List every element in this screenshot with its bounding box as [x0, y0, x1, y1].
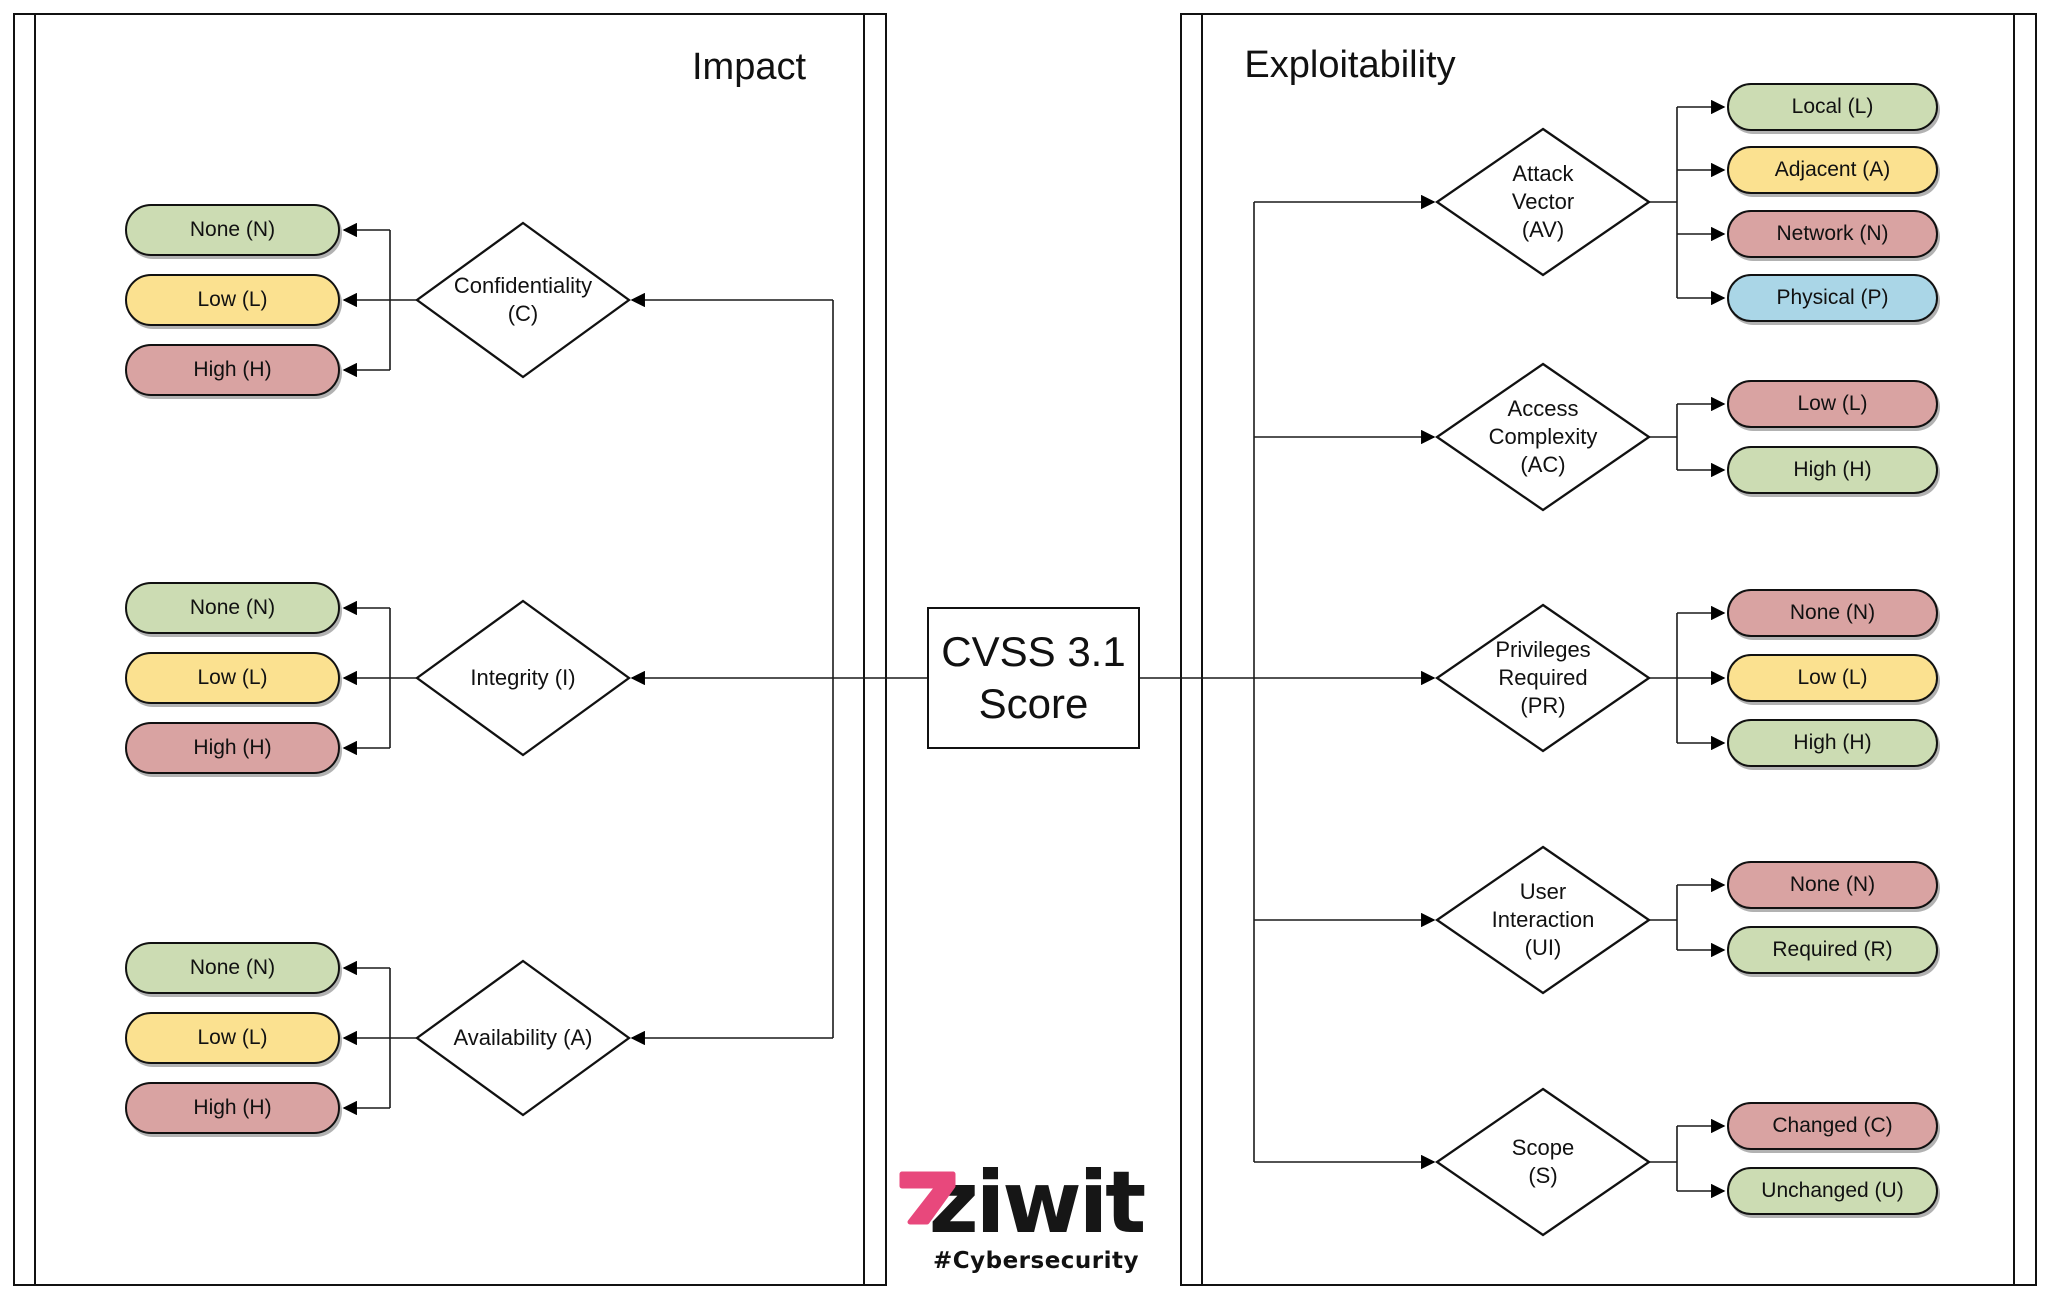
exploitability-connectors	[1140, 99, 1726, 1199]
attack-vector-diamond	[1434, 127, 1652, 277]
integrity-diamond	[415, 599, 631, 757]
user-interaction-option-required: Required (R)	[1727, 926, 1938, 974]
attack-vector-option-network: Network (N)	[1727, 210, 1938, 258]
cvss-score-line1: CVSS 3.1	[941, 628, 1126, 675]
scope-option-unchanged: Unchanged (U)	[1727, 1167, 1938, 1215]
availability-diamond	[415, 959, 631, 1117]
privileges-required-option-high: High (H)	[1727, 719, 1938, 767]
diamond-label-line: Scope	[1511, 1135, 1575, 1160]
diamond-label-line: (S)	[1528, 1163, 1558, 1188]
access-complexity-diamond-label: Access Complexity (AC)	[1437, 395, 1649, 479]
decision-diamonds	[415, 127, 1652, 1237]
integrity-option-low: Low (L)	[125, 652, 340, 704]
diamond-label-line: (AC)	[1520, 452, 1566, 477]
diamond-label-line: Complexity	[1488, 424, 1598, 449]
privileges-required-diamond-label: Privileges Required (PR)	[1437, 636, 1649, 720]
availability-option-none: None (N)	[125, 942, 340, 994]
access-complexity-option-low: Low (L)	[1727, 380, 1938, 428]
impact-panel-inner-line-right	[863, 13, 865, 1286]
user-interaction-diamond	[1434, 845, 1652, 995]
privileges-required-diamond	[1434, 603, 1652, 753]
ziwit-tagline: #Cybersecurity	[932, 1248, 1140, 1274]
impact-panel	[13, 13, 887, 1286]
confidentiality-diamond-label: Confidentiality (C)	[417, 272, 629, 328]
scope-option-changed: Changed (C)	[1727, 1102, 1938, 1150]
user-interaction-option-none: None (N)	[1727, 861, 1938, 909]
impact-title: Impact	[691, 46, 807, 88]
privileges-required-option-none: None (N)	[1727, 589, 1938, 637]
diamond-label-line: Privileges	[1495, 637, 1591, 662]
diamond-label-line: (C)	[507, 301, 539, 326]
user-interaction-diamond-label: User Interaction (UI)	[1437, 878, 1649, 962]
attack-vector-option-local: Local (L)	[1727, 83, 1938, 131]
access-complexity-diamond	[1434, 362, 1652, 512]
ziwit-z-accent-icon	[899, 1171, 956, 1225]
cvss-score-box: CVSS 3.1 Score	[927, 607, 1140, 749]
attack-vector-option-physical: Physical (P)	[1727, 274, 1938, 322]
diamond-label-line: Access	[1507, 396, 1579, 421]
diamond-label-line: (UI)	[1524, 935, 1562, 960]
attack-vector-diamond-label: Attack Vector (AV)	[1437, 160, 1649, 244]
availability-option-low: Low (L)	[125, 1012, 340, 1064]
diamond-label-line: Availability (A)	[453, 1025, 593, 1050]
diamond-label-line: Vector	[1511, 189, 1575, 214]
confidentiality-option-high: High (H)	[125, 344, 340, 396]
exploitability-panel-inner-line-right	[2013, 13, 2015, 1286]
availability-option-high: High (H)	[125, 1082, 340, 1134]
diamond-label-line: (AV)	[1521, 217, 1565, 242]
diamond-label-line: Confidentiality	[453, 273, 593, 298]
impact-panel-inner-line-left	[34, 13, 36, 1286]
scope-diamond	[1434, 1087, 1652, 1237]
attack-vector-option-adjacent: Adjacent (A)	[1727, 146, 1938, 194]
scope-diamond-label: Scope (S)	[1437, 1134, 1649, 1190]
diamond-label-line: Required	[1498, 665, 1588, 690]
diamond-label-line: Interaction	[1491, 907, 1595, 932]
ziwit-logo: ziwit #Cybersecurity	[928, 1153, 1147, 1274]
access-complexity-option-high: High (H)	[1727, 446, 1938, 494]
diamond-label-line: Attack	[1512, 161, 1574, 186]
integrity-option-high: High (H)	[125, 722, 340, 774]
privileges-required-option-low: Low (L)	[1727, 654, 1938, 702]
integrity-option-none: None (N)	[125, 582, 340, 634]
confidentiality-diamond	[415, 221, 631, 379]
integrity-diamond-label: Integrity (I)	[417, 664, 629, 692]
impact-connectors	[342, 222, 927, 1116]
diamond-label-line: User	[1519, 879, 1567, 904]
diamond-label-line: Integrity (I)	[470, 665, 576, 690]
diamond-label-line: (PR)	[1520, 693, 1566, 718]
cvss-score-line2: Score	[978, 680, 1089, 727]
exploitability-panel	[1180, 13, 2037, 1286]
availability-diamond-label: Availability (A)	[417, 1024, 629, 1052]
confidentiality-option-low: Low (L)	[125, 274, 340, 326]
confidentiality-option-none: None (N)	[125, 204, 340, 256]
exploitability-panel-inner-line-left	[1201, 13, 1203, 1286]
ziwit-wordmark: ziwit	[928, 1153, 1147, 1253]
exploitability-title: Exploitability	[1244, 44, 1456, 86]
